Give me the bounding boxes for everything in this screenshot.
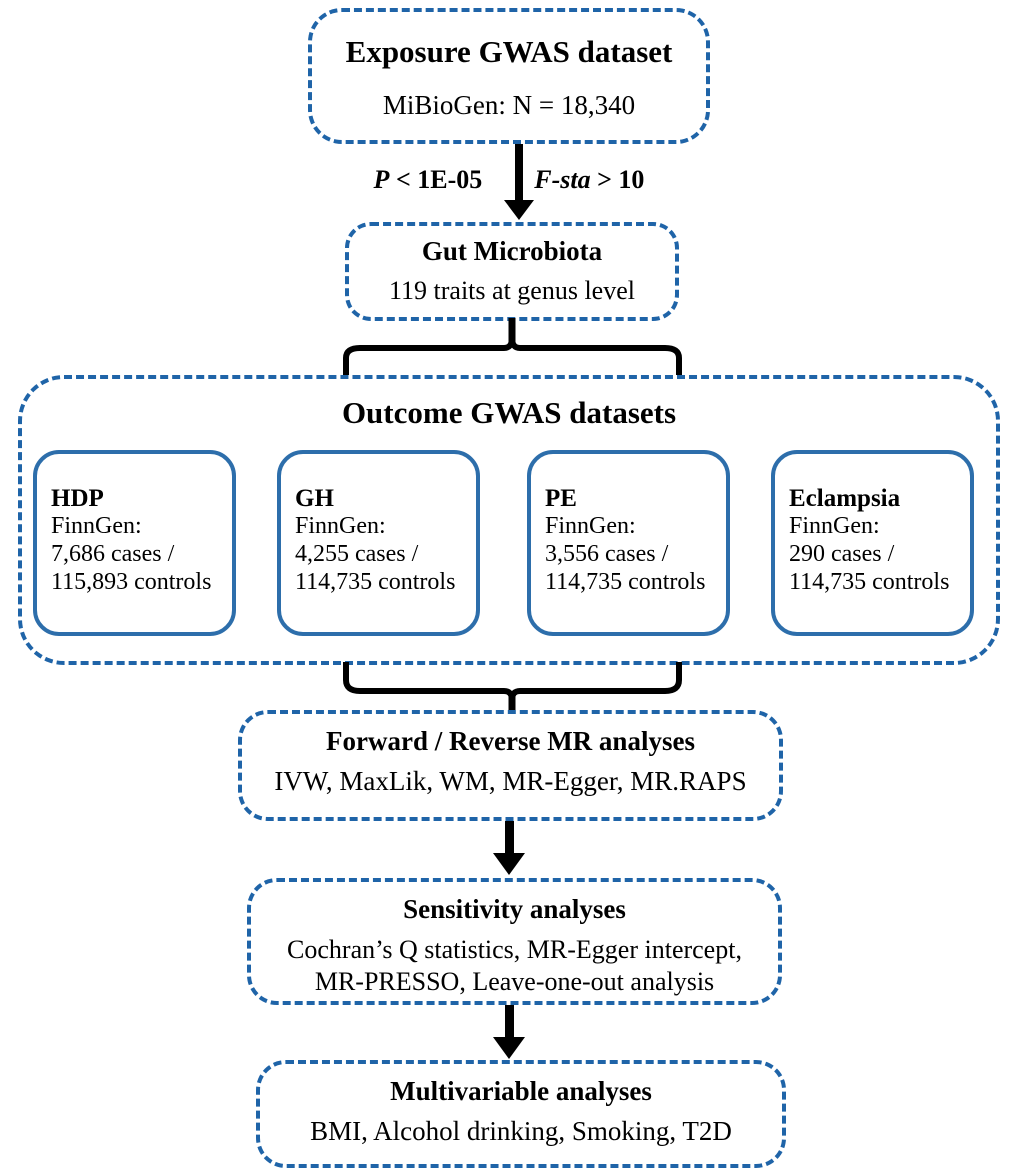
pvalue-threshold-label: P < 1E-05 [374,165,483,195]
mr-methods-list: IVW, MaxLik, WM, MR-Egger, MR.RAPS [274,766,747,796]
fstat-symbol: F-sta [534,165,591,194]
outcome-dataset-content: GH FinnGen: 4,255 cases / 114,735 contro… [295,484,470,596]
multivariable-covariates-list: BMI, Alcohol drinking, Smoking, T2D [310,1116,732,1146]
exposure-gwas-title: Exposure GWAS dataset [345,34,673,69]
brace-gut-to-outcome [343,318,682,378]
dataset-cases: 290 cases / [789,540,895,567]
gut-microbiota-title: Gut Microbiota [421,236,603,266]
dataset-source: FinnGen: [789,513,880,539]
dataset-controls: 114,735 controls [789,568,950,595]
outcome-dataset-content: Eclampsia FinnGen: 290 cases / 114,735 c… [789,484,964,596]
outcome-dataset-content: HDP FinnGen: 7,686 cases / 115,893 contr… [51,484,226,596]
dataset-name: HDP [51,485,104,512]
outcome-dataset-pe: PE FinnGen: 3,556 cases / 114,735 contro… [527,450,730,636]
exposure-gwas-box: Exposure GWAS dataset MiBioGen: N = 18,3… [308,8,710,144]
outcome-dataset-gh: GH FinnGen: 4,255 cases / 114,735 contro… [277,450,480,636]
dataset-controls: 114,735 controls [545,568,706,595]
sensitivity-analyses-title: Sensitivity analyses [403,894,626,924]
dataset-name: Eclampsia [789,485,901,512]
sensitivity-analyses-box: Sensitivity analyses Cochran’s Q statist… [247,878,782,1005]
dataset-cases: 7,686 cases / [51,540,175,567]
dataset-controls: 115,893 controls [51,568,212,595]
outcome-dataset-eclampsia: Eclampsia FinnGen: 290 cases / 114,735 c… [771,450,974,636]
arrow-sensitivity-to-multivariable-shaft [505,1005,514,1043]
outcome-dataset-hdp: HDP FinnGen: 7,686 cases / 115,893 contr… [33,450,236,636]
gut-microbiota-subtitle: 119 traits at genus level [389,276,635,305]
multivariable-analyses-title: Multivariable analyses [390,1076,652,1106]
arrow-mr-to-sensitivity-shaft [505,821,514,859]
pvalue-value: < 1E-05 [389,165,483,194]
mr-analyses-box: Forward / Reverse MR analyses IVW, MaxLi… [238,710,783,821]
arrow-exposure-to-gut-shaft [515,144,523,206]
fstat-threshold-label: F-sta > 10 [534,165,644,195]
dataset-controls: 114,735 controls [295,568,456,595]
pvalue-symbol: P [373,165,390,194]
dataset-source: FinnGen: [545,513,636,539]
outcome-gwas-title: Outcome GWAS datasets [341,395,677,430]
sensitivity-methods-list: Cochran’s Q statistics, MR-Egger interce… [251,934,778,997]
exposure-gwas-subtitle: MiBioGen: N = 18,340 [382,90,636,120]
fstat-value: > 10 [590,165,645,194]
dataset-cases: 3,556 cases / [545,540,669,567]
sensitivity-methods-line-2: MR-PRESSO, Leave-one-out analysis [314,966,715,996]
dataset-source: FinnGen: [295,513,386,539]
mr-analyses-title: Forward / Reverse MR analyses [326,726,695,756]
dataset-name: PE [545,485,577,512]
instrument-filter-labels: P < 1E-05 F-sta > 10 [308,160,710,200]
dataset-cases: 4,255 cases / [295,540,419,567]
arrow-mr-to-sensitivity-head [493,853,525,875]
gut-microbiota-box: Gut Microbiota 119 traits at genus level [345,222,679,321]
arrow-exposure-to-gut-head [504,200,534,220]
multivariable-analyses-box: Multivariable analyses BMI, Alcohol drin… [256,1060,786,1168]
outcome-dataset-content: PE FinnGen: 3,556 cases / 114,735 contro… [545,484,720,596]
sensitivity-methods-line-1: Cochran’s Q statistics, MR-Egger interce… [287,935,742,964]
dataset-name: GH [295,485,334,512]
arrow-sensitivity-to-multivariable-head [493,1037,525,1059]
dataset-source: FinnGen: [51,513,142,539]
